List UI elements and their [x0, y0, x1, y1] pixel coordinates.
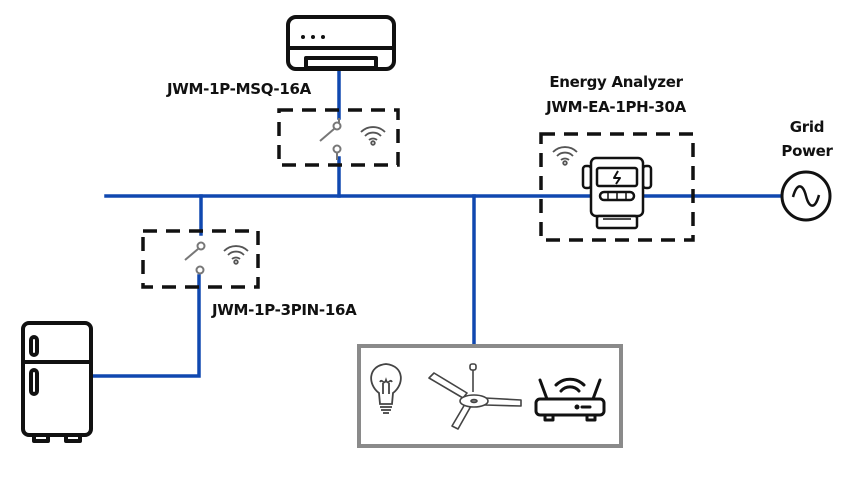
fridge-switch-model-label: JWM-1P-3PIN-16A	[212, 301, 357, 319]
energy-analyzer[interactable]	[539, 132, 695, 242]
wifi-icon	[552, 146, 578, 166]
analyzer-model-label: JWM-EA-1PH-30A	[546, 98, 686, 116]
grid-label-line1: Grid	[789, 118, 825, 136]
analyzer-title-label: Energy Analyzer	[549, 73, 683, 91]
grid-power-source	[780, 170, 832, 222]
switch-icon	[319, 118, 342, 160]
switch-icon	[184, 241, 206, 275]
general-loads-box	[357, 344, 623, 448]
ac-smart-switch[interactable]	[277, 108, 400, 167]
air-conditioner-icon	[286, 15, 396, 71]
fridge-feed-wire	[90, 274, 201, 378]
wifi-router-icon	[534, 377, 606, 422]
ac-switch-model-label: JWM-1P-MSQ-16A	[167, 80, 311, 98]
light-bulb-icon	[370, 363, 402, 414]
refrigerator-icon	[21, 321, 93, 443]
fridge-switch-dashed-box	[141, 229, 260, 289]
ac-switch-dashed-box	[277, 108, 400, 167]
energy-meter-icon	[581, 156, 653, 230]
wifi-icon	[223, 245, 249, 265]
fridge-smart-switch[interactable]	[141, 229, 260, 289]
sine-wave-icon	[791, 185, 821, 207]
wifi-icon	[360, 126, 386, 146]
analyzer-dashed-box	[539, 132, 695, 242]
grid-label-line2: Power	[781, 142, 833, 160]
ceiling-fan-icon	[428, 363, 522, 430]
